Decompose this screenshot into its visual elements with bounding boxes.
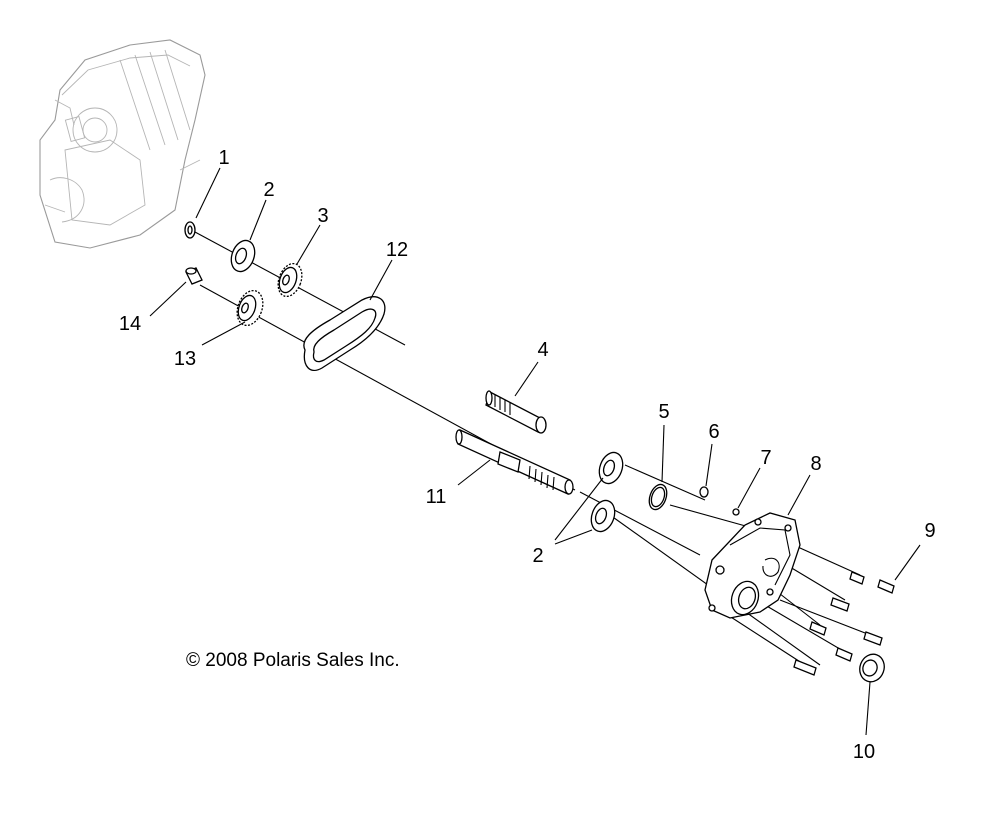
part-3-gear [277, 262, 303, 298]
copyright-notice: © 2008 Polaris Sales Inc. [186, 650, 400, 671]
part-9-bolts [793, 571, 895, 676]
part-2-bearing-lower-b [590, 499, 616, 533]
part-4-stub-shaft [485, 390, 547, 434]
callout-7: 7 [760, 447, 771, 469]
part-14-bushing [185, 267, 203, 285]
reference-transmission-illustration [39, 39, 206, 249]
callout-11: 11 [426, 486, 447, 508]
part-8-cover [704, 512, 801, 619]
leader-lines [149, 167, 921, 736]
callout-6: 6 [708, 421, 719, 443]
part-6-plug [699, 486, 709, 498]
callout-2-upper: 2 [263, 179, 274, 201]
callout-9: 9 [924, 520, 935, 542]
part-2-bearing-lower-a [598, 451, 624, 485]
part-5-o-ring [648, 483, 668, 511]
part-1-washer [184, 221, 196, 239]
callout-8: 8 [810, 453, 821, 475]
part-7-ball [732, 508, 740, 516]
callout-12: 12 [386, 239, 408, 261]
part-10-seal [859, 653, 885, 683]
part-2-bearing-upper [230, 239, 256, 273]
callout-2-lower: 2 [532, 545, 543, 567]
callout-5: 5 [658, 401, 669, 423]
callout-labels: 1 2 3 12 14 13 4 5 6 7 8 9 11 2 10 [119, 147, 936, 763]
callout-14: 14 [119, 313, 141, 335]
part-11-main-shaft [455, 429, 574, 495]
part-12-drive-chain [303, 296, 386, 372]
callout-1: 1 [218, 147, 229, 169]
callout-4: 4 [537, 339, 548, 361]
part-13-gear [236, 289, 264, 327]
callout-3: 3 [317, 205, 328, 227]
callout-10: 10 [853, 741, 875, 763]
callout-13: 13 [174, 348, 196, 370]
